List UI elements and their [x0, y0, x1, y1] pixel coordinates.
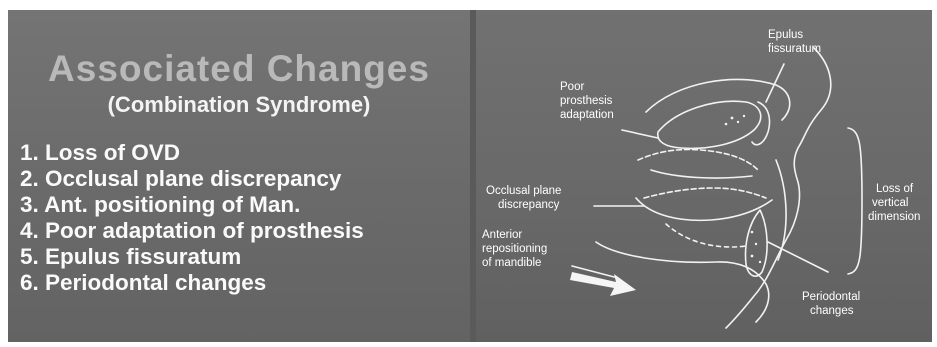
text-panel: Associated Changes (Combination Syndrome…	[8, 10, 470, 342]
facial-profile-outline	[726, 48, 831, 328]
previous-mandible-position	[666, 224, 746, 247]
tongue-outline	[651, 170, 752, 178]
epulus-tissue	[752, 102, 770, 145]
list-item: 4. Poor adaptation of prosthesis	[20, 218, 364, 244]
list-item: 2. Occlusal plane discrepancy	[20, 166, 364, 192]
diagram-panel: Poor prosthesis adaptation Epulus fissur…	[476, 10, 932, 342]
label-loss-vertical: Loss of vertical dimension	[868, 183, 920, 223]
slide-frame: Associated Changes (Combination Syndrome…	[8, 10, 932, 342]
list-item: 3. Ant. positioning of Man.	[20, 192, 364, 218]
list-item: 5. Epulus fissuratum	[20, 244, 364, 270]
lower-denture	[636, 198, 772, 220]
label-poor-prosthesis: Poor prosthesis adaptation	[560, 81, 616, 121]
list-item: 1. Loss of OVD	[20, 140, 364, 166]
slide-title: Associated Changes	[8, 48, 470, 90]
label-epulus: Epulus fissuratum	[768, 29, 821, 55]
vertical-dimension-bracket	[848, 128, 862, 274]
leader-poor-prosthesis	[622, 130, 658, 138]
lower-teeth	[644, 188, 766, 198]
upper-teeth	[638, 149, 758, 170]
list-item: 6. Periodontal changes	[20, 270, 364, 296]
label-periodontal: Periodontal changes	[802, 291, 863, 317]
changes-list: 1. Loss of OVD 2. Occlusal plane discrep…	[20, 140, 364, 296]
label-occlusal: Occlusal plane discrepancy	[486, 185, 565, 211]
slide-subtitle: (Combination Syndrome)	[8, 92, 470, 118]
anterior-repositioning-arrow	[570, 272, 636, 296]
upper-denture	[658, 101, 761, 148]
jaw-diagram: Poor prosthesis adaptation Epulus fissur…	[476, 10, 932, 342]
label-anterior: Anterior repositioning of mandible	[482, 229, 550, 269]
ramus-outline	[776, 160, 786, 260]
